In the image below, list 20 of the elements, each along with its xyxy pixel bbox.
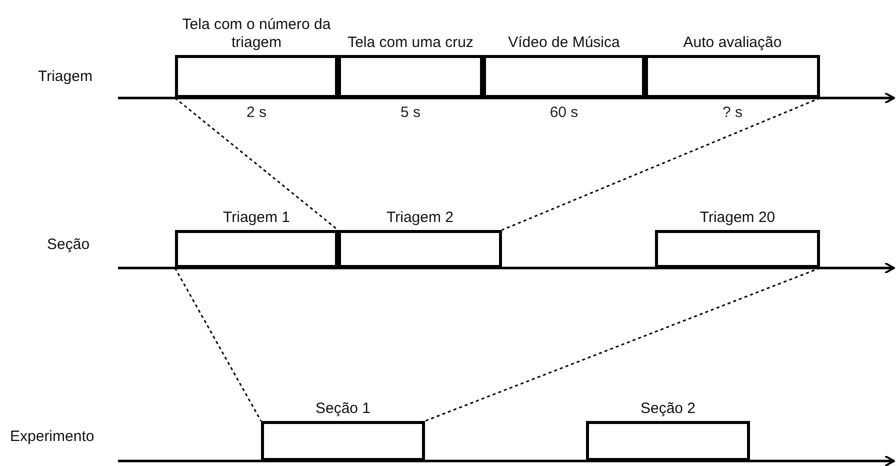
row-label: Seção xyxy=(47,236,90,253)
duration-label: 2 s xyxy=(246,103,266,121)
box-heading: Vídeo de Música xyxy=(508,34,620,53)
duration-label: 5 s xyxy=(400,103,420,121)
duration-label: ? s xyxy=(722,103,742,121)
dashed-connector xyxy=(174,268,262,422)
box-heading: Seção 2 xyxy=(640,400,696,419)
dashed-connector xyxy=(174,97,338,231)
box-heading: Tela com uma cruz xyxy=(348,34,474,53)
box-heading: Auto avaliação xyxy=(683,34,782,53)
dashed-connector xyxy=(424,267,820,422)
row-label: Triagem xyxy=(38,68,92,85)
box-heading: Triagem 20 xyxy=(700,209,776,228)
duration-label: 60 s xyxy=(550,103,578,121)
row-label: Experimento xyxy=(10,428,94,445)
box-heading: Triagem 2 xyxy=(386,209,454,228)
box-heading: Tela com o número da triagem xyxy=(181,16,332,53)
dashed-connector xyxy=(502,97,820,231)
box-heading: Seção 1 xyxy=(315,400,371,419)
box-heading: Triagem 1 xyxy=(223,209,290,228)
